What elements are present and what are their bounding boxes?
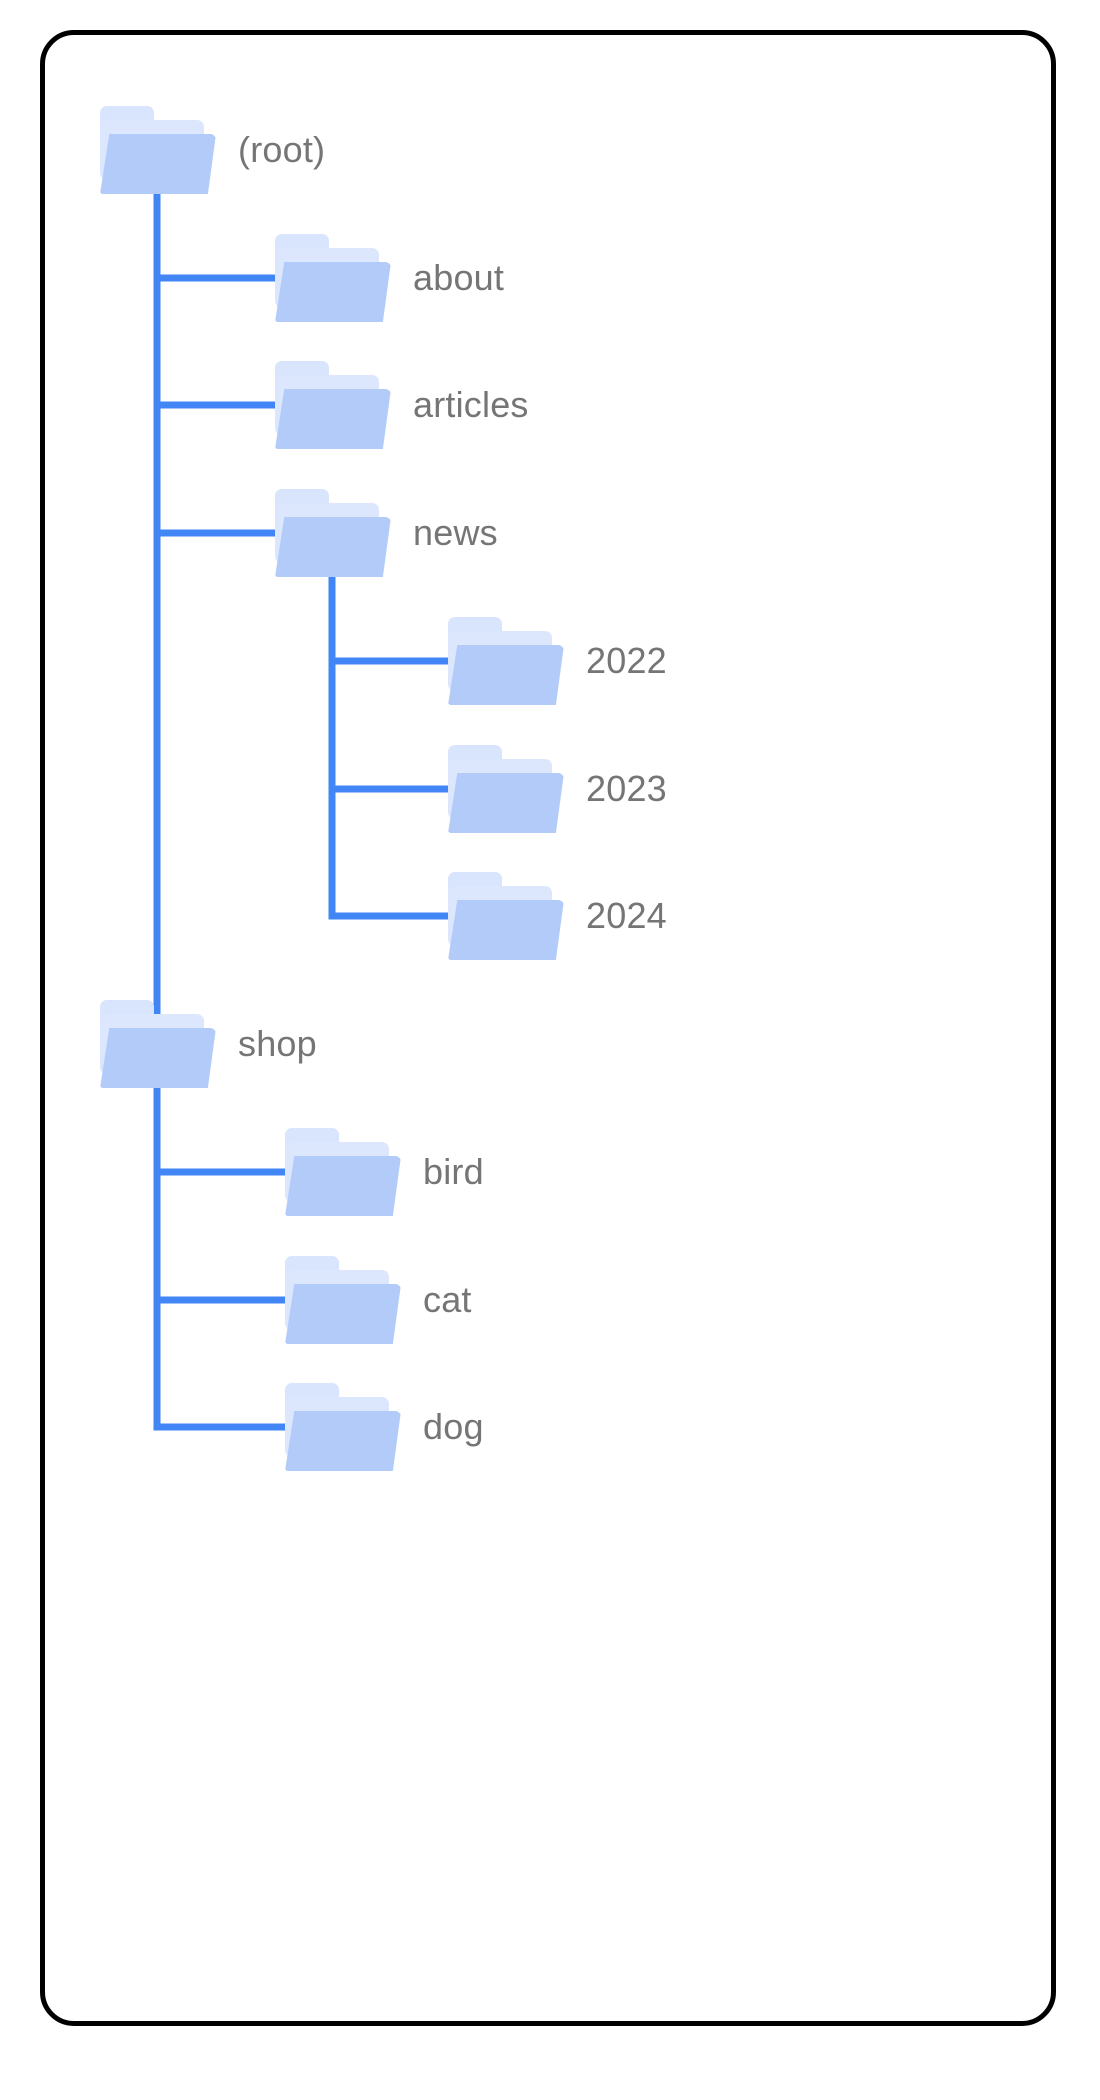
folder-front-shape bbox=[275, 262, 391, 322]
node-label: news bbox=[413, 512, 498, 553]
tree-node-bird[interactable]: bird bbox=[285, 1128, 484, 1216]
folder-front-shape bbox=[100, 1028, 216, 1088]
node-label: 2024 bbox=[586, 895, 667, 936]
folder-front-shape bbox=[285, 1411, 401, 1471]
node-label: bird bbox=[423, 1151, 484, 1192]
folder-front-shape bbox=[448, 900, 564, 960]
folder-icon bbox=[275, 234, 391, 322]
folder-icon bbox=[285, 1128, 401, 1216]
node-label: 2023 bbox=[586, 768, 667, 809]
tree-node-articles[interactable]: articles bbox=[275, 361, 529, 449]
folder-icon bbox=[448, 872, 564, 960]
tree-node-news[interactable]: news bbox=[275, 489, 498, 577]
node-label: dog bbox=[423, 1406, 484, 1447]
tree-node-cat[interactable]: cat bbox=[285, 1256, 472, 1344]
folder-front-shape bbox=[448, 773, 564, 833]
node-label: (root) bbox=[238, 129, 326, 170]
tree-node-y2022[interactable]: 2022 bbox=[448, 617, 667, 705]
folder-icon bbox=[285, 1256, 401, 1344]
node-label: 2022 bbox=[586, 640, 667, 681]
node-label: cat bbox=[423, 1279, 472, 1320]
tree-node-about[interactable]: about bbox=[275, 234, 504, 322]
folder-front-shape bbox=[448, 645, 564, 705]
tree-node-y2024[interactable]: 2024 bbox=[448, 872, 667, 960]
folder-front-shape bbox=[285, 1156, 401, 1216]
folder-icon bbox=[285, 1383, 401, 1471]
folder-icon bbox=[100, 106, 216, 194]
node-label: about bbox=[413, 257, 505, 298]
node-label: shop bbox=[238, 1023, 317, 1064]
folder-front-shape bbox=[285, 1284, 401, 1344]
tree-node-y2023[interactable]: 2023 bbox=[448, 745, 667, 833]
node-label: articles bbox=[413, 384, 529, 425]
folder-icon bbox=[448, 617, 564, 705]
folder-icon bbox=[275, 361, 391, 449]
folder-icon bbox=[275, 489, 391, 577]
folder-front-shape bbox=[275, 517, 391, 577]
folder-front-shape bbox=[100, 134, 216, 194]
tree-node-shop[interactable]: shop bbox=[100, 1000, 317, 1088]
folder-front-shape bbox=[275, 389, 391, 449]
folder-icon bbox=[448, 745, 564, 833]
tree-node-dog[interactable]: dog bbox=[285, 1383, 484, 1471]
folder-icon bbox=[100, 1000, 216, 1088]
tree-node-root[interactable]: (root) bbox=[100, 106, 325, 194]
